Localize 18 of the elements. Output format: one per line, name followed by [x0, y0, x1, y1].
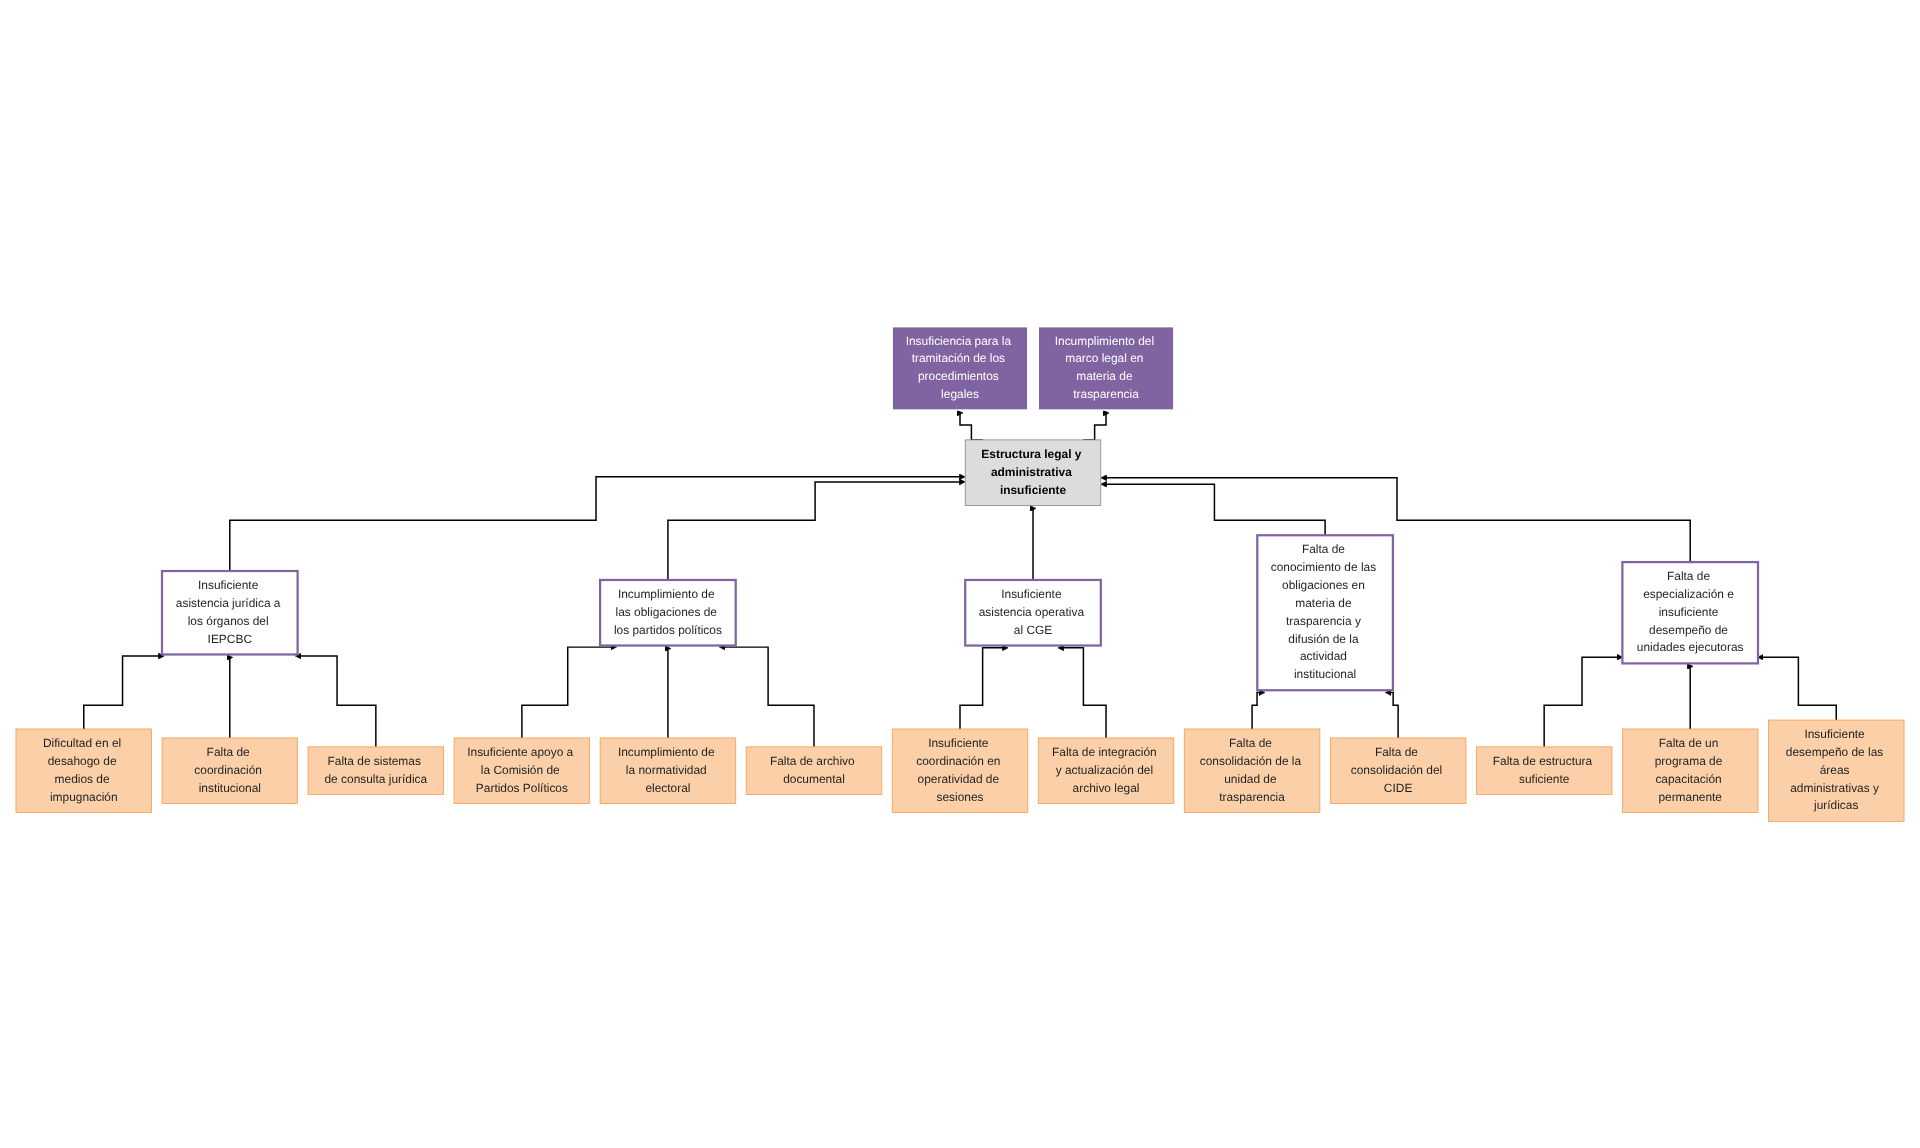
- arrow: [1686, 663, 1694, 730]
- arrow: [667, 478, 966, 581]
- arrow: [959, 644, 1009, 730]
- arrow: [1057, 644, 1107, 739]
- arrow: [1543, 653, 1624, 748]
- arrow: [664, 645, 672, 739]
- arrow: [83, 652, 165, 730]
- arrow: [1384, 689, 1399, 739]
- arrow: [1100, 480, 1326, 536]
- arrow: [226, 654, 234, 739]
- arrow: [1251, 689, 1266, 730]
- arrow: [1100, 474, 1691, 563]
- arrow: [719, 643, 815, 748]
- arrow: [1757, 653, 1837, 721]
- arrow: [521, 643, 617, 739]
- arrow: [295, 652, 377, 748]
- arrow: [229, 473, 966, 572]
- arrow: [1029, 505, 1037, 581]
